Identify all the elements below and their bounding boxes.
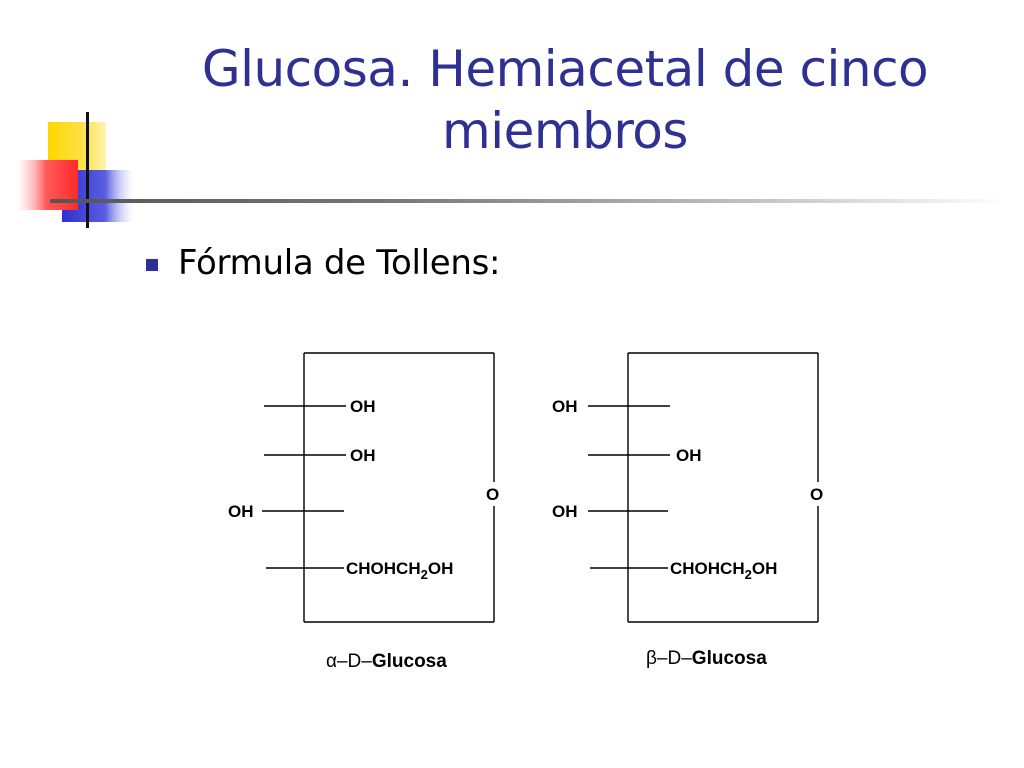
beta-c2-oh-label: OH — [676, 446, 702, 465]
beta-ring-oxygen-label: O — [810, 485, 823, 504]
beta-c3-oh-label: OH — [552, 502, 578, 521]
alpha-c5-group-label: CHOHCH2OH — [346, 559, 453, 582]
bullet-text: Fórmula de Tollens: — [178, 243, 501, 283]
alpha-c4-oh-label: OH — [228, 502, 254, 521]
title-divider — [50, 199, 1010, 203]
beta-c1-oh-label: OH — [552, 397, 578, 416]
page-title: Glucosa. Hemiacetal de cinco miembros — [201, 40, 929, 160]
alpha-c3-oh-label: OH — [350, 446, 376, 465]
bullet-item: Fórmula de Tollens: — [146, 238, 501, 288]
bullet-square-icon — [146, 259, 158, 271]
alpha-caption: α–D–Glucosa — [326, 651, 447, 672]
corner-decoration — [14, 112, 134, 228]
alpha-c2-oh-label: OH — [350, 397, 376, 416]
beta-c5-group-label: CHOHCH2OH — [670, 559, 777, 582]
alpha-ring-oxygen-label: O — [486, 485, 499, 504]
beta-caption: β–D–Glucosa — [646, 648, 767, 669]
